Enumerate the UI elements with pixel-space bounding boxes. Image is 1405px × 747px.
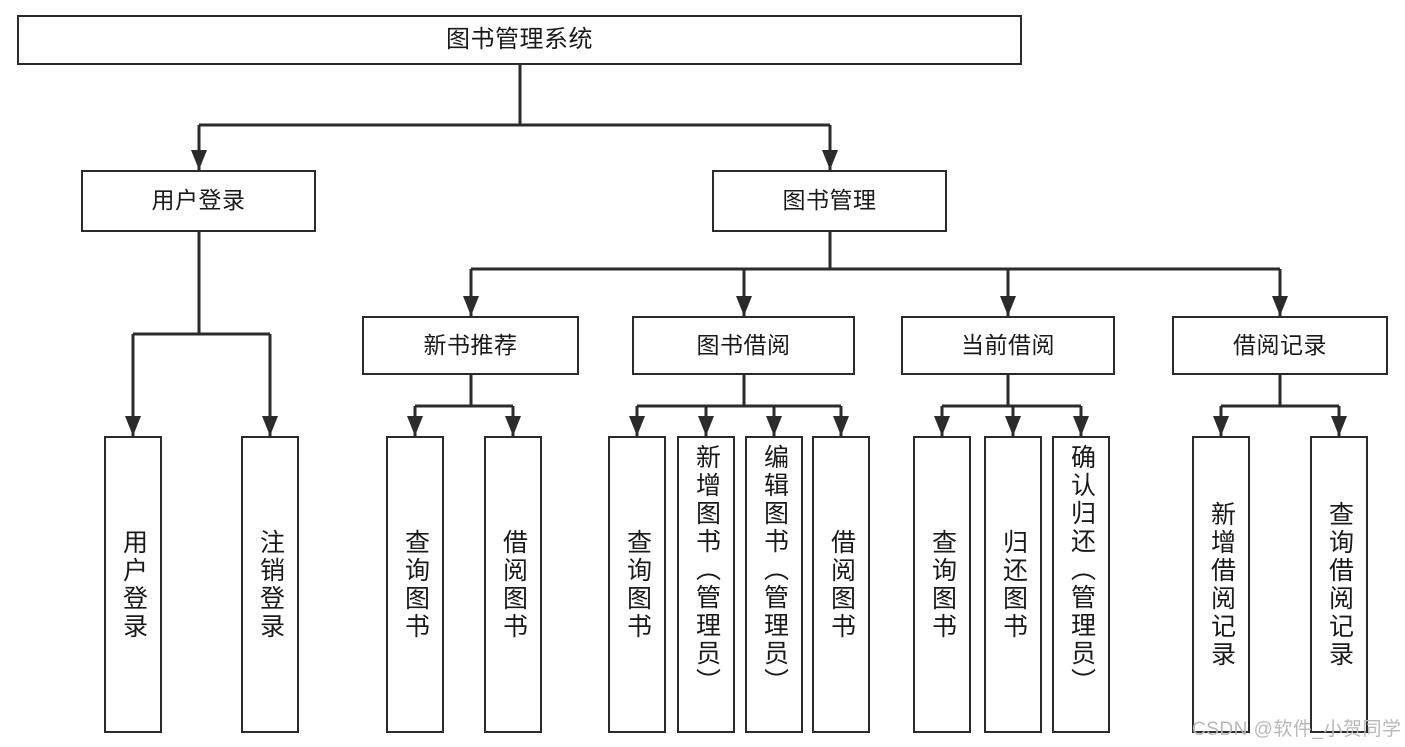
- node-label: 新增图书（管理员）: [692, 444, 721, 696]
- node-label: 用户登录: [119, 528, 148, 641]
- node-label: 查询借阅记录: [1325, 500, 1354, 669]
- edge-arrowhead: [736, 296, 752, 316]
- node-label: 确认归还（管理员）: [1067, 444, 1096, 696]
- node-l-query3[interactable]: 查询图书: [913, 436, 971, 733]
- node-label: 当前借阅: [961, 331, 1055, 358]
- edge-arrowhead: [1005, 416, 1021, 436]
- node-label: 归还图书: [999, 528, 1028, 641]
- edge-arrowhead: [833, 416, 849, 436]
- node-l-borrow1[interactable]: 借阅图书: [484, 436, 542, 733]
- edge-arrowhead: [505, 416, 521, 436]
- node-borrow[interactable]: 图书借阅: [632, 316, 855, 375]
- node-label: 图书管理系统: [446, 25, 593, 53]
- edge-arrowhead: [262, 416, 278, 436]
- node-l-login[interactable]: 用户登录: [104, 436, 162, 733]
- node-label: 查询图书: [623, 528, 652, 641]
- edge-arrowhead: [463, 296, 479, 316]
- edge-arrowhead: [698, 416, 714, 436]
- node-label: 查询图书: [928, 528, 957, 641]
- watermark: CSDN @软件_小贺同学: [1192, 719, 1402, 740]
- node-label: 注销登录: [256, 528, 285, 641]
- node-label: 借阅记录: [1233, 331, 1327, 358]
- node-bookmgmt[interactable]: 图书管理: [712, 170, 947, 232]
- node-label: 新书推荐: [423, 331, 518, 358]
- edge-arrowhead: [1331, 416, 1347, 436]
- node-l-borrow2[interactable]: 借阅图书: [812, 436, 870, 733]
- edge-arrowhead: [766, 416, 782, 436]
- edge-arrowhead: [191, 150, 207, 170]
- node-label: 查询图书: [401, 528, 430, 641]
- node-l-return[interactable]: 归还图书: [984, 436, 1042, 733]
- node-l-queryrec[interactable]: 查询借阅记录: [1310, 436, 1368, 733]
- edge-arrowhead: [1073, 416, 1089, 436]
- node-l-add[interactable]: 新增图书（管理员）: [677, 436, 735, 733]
- node-label: 新增借阅记录: [1207, 500, 1236, 669]
- node-current[interactable]: 当前借阅: [901, 316, 1115, 375]
- edge-arrowhead: [822, 150, 838, 170]
- node-label: 图书管理: [782, 187, 877, 214]
- edge-arrowhead: [125, 416, 141, 436]
- edge-arrowhead: [629, 416, 645, 436]
- node-label: 用户登录: [151, 187, 246, 214]
- node-newbook[interactable]: 新书推荐: [362, 316, 579, 375]
- node-l-query1[interactable]: 查询图书: [386, 436, 444, 733]
- node-label: 编辑图书（管理员）: [760, 444, 789, 696]
- node-login[interactable]: 用户登录: [81, 170, 316, 232]
- edge-arrowhead: [1000, 296, 1016, 316]
- edge-arrowhead: [407, 416, 423, 436]
- node-l-logout[interactable]: 注销登录: [241, 436, 299, 733]
- node-root[interactable]: 图书管理系统: [17, 15, 1022, 65]
- node-label: 借阅图书: [827, 528, 856, 641]
- node-label: 借阅图书: [499, 528, 528, 641]
- node-l-confirm[interactable]: 确认归还（管理员）: [1052, 436, 1110, 733]
- node-l-addrec[interactable]: 新增借阅记录: [1192, 436, 1250, 733]
- node-l-edit[interactable]: 编辑图书（管理员）: [745, 436, 803, 733]
- edge-arrowhead: [934, 416, 950, 436]
- edge-arrowhead: [1213, 416, 1229, 436]
- node-records[interactable]: 借阅记录: [1172, 316, 1388, 375]
- node-label: 图书借阅: [696, 331, 791, 358]
- edge-arrowhead: [1272, 296, 1288, 316]
- node-l-query2[interactable]: 查询图书: [608, 436, 666, 733]
